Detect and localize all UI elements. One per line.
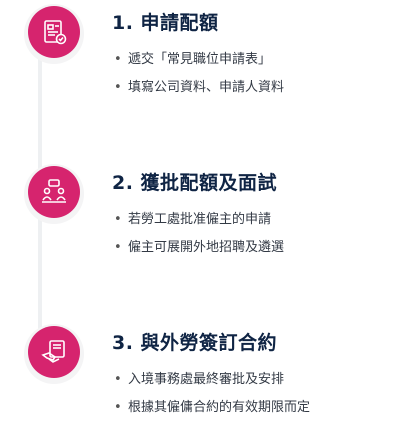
- list-item: •根據其僱傭合約的有效期限而定: [114, 400, 311, 415]
- step-bullet-list: •遞交「常見職位申請表」 •填寫公司資料、申請人資料: [114, 50, 284, 106]
- step-bullet-list: •入境事務處最終審批及安排 •根據其僱傭合約的有效期限而定: [114, 370, 310, 426]
- step-bullet-list: •若勞工處批准僱主的申請 •僱主可展開外地招聘及遴選: [114, 210, 284, 266]
- list-item: •僱主可展開外地招聘及遴選: [114, 240, 285, 255]
- step-title: 3. 與外勞簽訂合約: [112, 332, 278, 354]
- step-title: 2. 獲批配額及面試: [112, 172, 278, 194]
- interview-icon: [28, 166, 80, 218]
- step-title: 1. 申請配額: [112, 12, 219, 34]
- list-item: •遞交「常見職位申請表」: [114, 52, 272, 67]
- application-form-icon: [28, 6, 80, 58]
- contract-signing-icon: [28, 326, 80, 378]
- list-item: •入境事務處最終審批及安排: [114, 372, 285, 387]
- list-item: •填寫公司資料、申請人資料: [114, 80, 285, 95]
- list-item: •若勞工處批准僱主的申請: [114, 212, 272, 227]
